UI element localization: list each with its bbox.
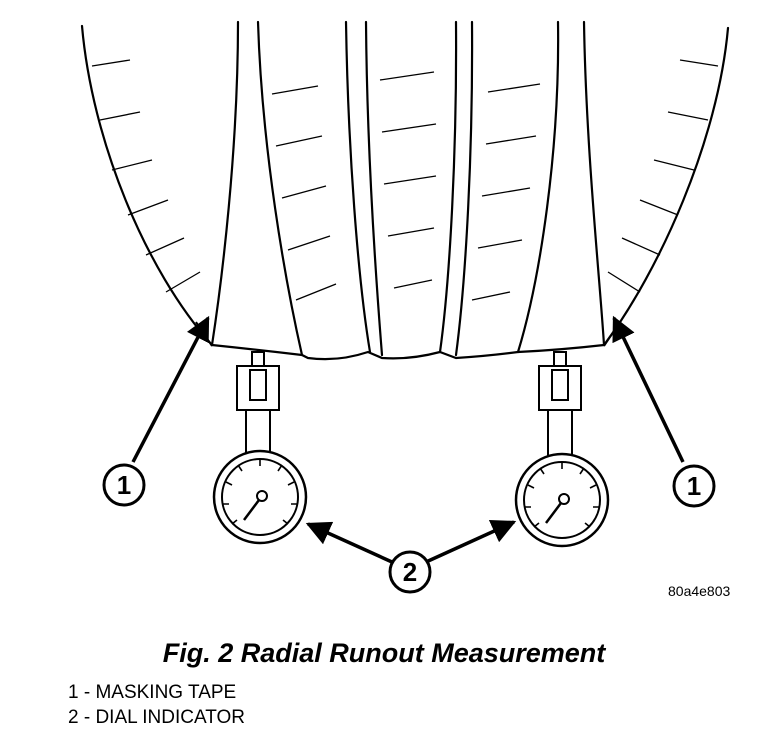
dial-indicator-right xyxy=(514,351,610,548)
tire-tread-lines xyxy=(91,59,719,301)
legend-item-masking-tape: 1 - MASKING TAPE xyxy=(68,682,237,703)
dial-indicator-left xyxy=(212,351,308,545)
figure-caption: Fig. 2 Radial Runout Measurement xyxy=(162,638,606,668)
figure-reference-code: 80a4e803 xyxy=(668,583,731,599)
masking-tape xyxy=(195,321,621,347)
callout-masking-tape-right: 1 xyxy=(672,464,716,508)
arrow-dial-indicator-right xyxy=(425,519,517,564)
arrow-masking-tape-left xyxy=(131,315,210,463)
leader-arrows xyxy=(131,315,685,564)
callout-label: 1 xyxy=(117,470,131,500)
callout-masking-tape-left: 1 xyxy=(102,463,146,507)
tire xyxy=(80,20,730,361)
callout-label: 1 xyxy=(687,471,701,501)
arrow-dial-indicator-left xyxy=(305,521,393,564)
callout-label: 2 xyxy=(403,557,417,587)
legend-item-dial-indicator: 2 - DIAL INDICATOR xyxy=(68,707,246,728)
arrow-masking-tape-right xyxy=(612,315,685,463)
callout-dial-indicator: 2 xyxy=(388,550,432,594)
